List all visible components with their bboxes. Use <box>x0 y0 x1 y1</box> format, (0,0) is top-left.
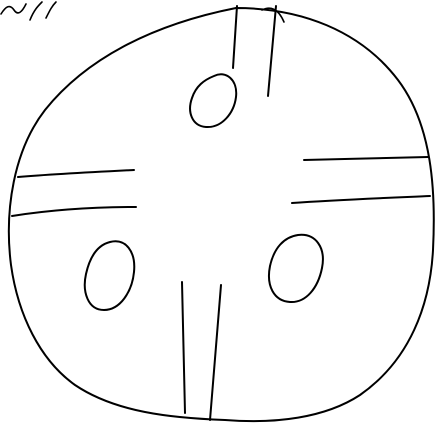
top-left-scribble <box>1 2 56 20</box>
left-gap-lines <box>12 170 136 216</box>
circle-outline <box>9 8 434 421</box>
bottom-gap-lines <box>182 282 221 420</box>
right-gap-lines <box>292 157 430 203</box>
top-hole <box>190 74 236 127</box>
top-gap-lines <box>233 6 284 96</box>
right-hole <box>269 235 323 302</box>
left-hole <box>85 241 134 310</box>
